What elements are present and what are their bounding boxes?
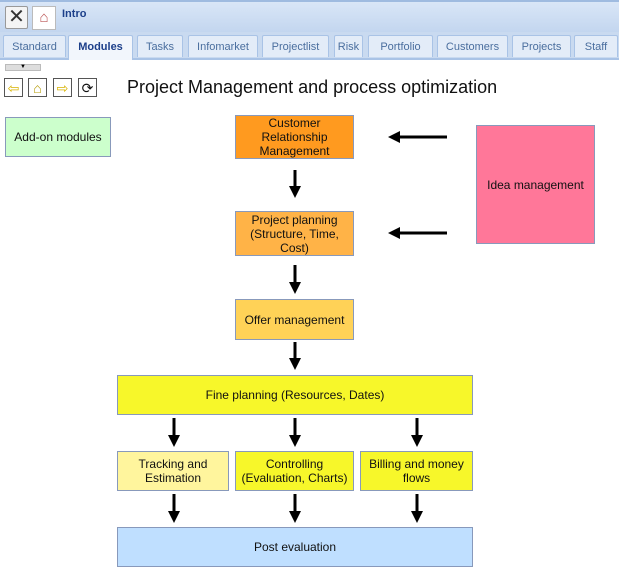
tracking-box[interactable]: Tracking and Estimation	[117, 451, 229, 491]
close-button[interactable]: ✕	[5, 6, 28, 29]
tab-projectlist[interactable]: Projectlist	[262, 35, 329, 57]
tab-tasks[interactable]: Tasks	[137, 35, 183, 57]
offer-management-box[interactable]: Offer management	[235, 299, 354, 340]
tab-portfolio[interactable]: Portfolio	[368, 35, 433, 57]
billing-box[interactable]: Billing and money flows	[360, 451, 473, 491]
back-arrow-icon[interactable]: ⇦	[4, 78, 23, 97]
controlling-box[interactable]: Controlling (Evaluation, Charts)	[235, 451, 354, 491]
post-evaluation-box[interactable]: Post evaluation	[117, 527, 473, 567]
tab-projects[interactable]: Projects	[512, 35, 571, 57]
forward-arrow-icon[interactable]: ⇨	[53, 78, 72, 97]
project-planning-box[interactable]: Project planning (Structure, Time, Cost)	[235, 211, 354, 256]
tab-risk[interactable]: Risk	[334, 35, 363, 57]
refresh-icon[interactable]: ⟳	[78, 78, 97, 97]
tab-customers[interactable]: Customers	[437, 35, 508, 57]
window-title: Intro	[62, 8, 87, 20]
title-bar: ✕ ⌂ Intro	[0, 0, 619, 32]
crm-box[interactable]: Customer Relationship Management	[235, 115, 354, 159]
tab-bar: Standard Modules Tasks Infomarket Projec…	[0, 32, 619, 60]
page-title: Project Management and process optimizat…	[127, 77, 498, 97]
home-icon[interactable]: ⌂	[28, 78, 47, 97]
tab-standard[interactable]: Standard	[3, 35, 66, 57]
tab-infomarket[interactable]: Infomarket	[188, 35, 258, 57]
dropdown-toggle[interactable]: ▼	[5, 64, 41, 71]
tab-modules[interactable]: Modules	[68, 35, 133, 60]
tab-staff[interactable]: Staff	[574, 35, 618, 57]
fine-planning-box[interactable]: Fine planning (Resources, Dates)	[117, 375, 473, 415]
home-icon[interactable]: ⌂	[32, 6, 56, 30]
addon-modules-box[interactable]: Add-on modules	[5, 117, 111, 157]
idea-management-box[interactable]: Idea management	[476, 125, 595, 244]
